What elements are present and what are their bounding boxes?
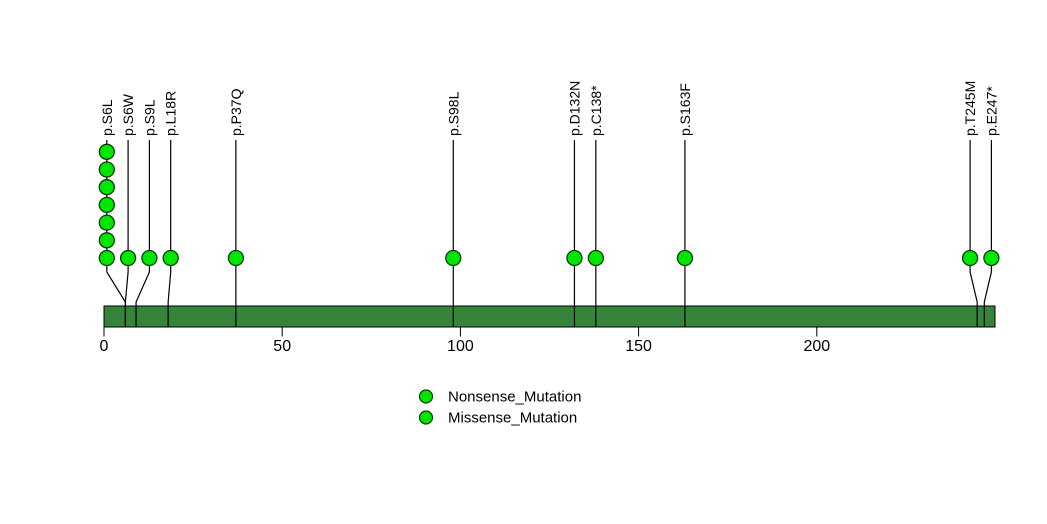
- legend-swatch-icon: [418, 389, 434, 404]
- mutation-stem: [983, 140, 992, 328]
- mutation-label: p.S6L: [99, 99, 115, 136]
- mutation-stem: [135, 140, 150, 328]
- mutation-label: p.S163F: [677, 83, 693, 136]
- mutation-circle: [119, 249, 137, 267]
- mutation-circle: [98, 161, 115, 178]
- axis-tick-label: 50: [273, 338, 291, 355]
- mutation-circle: [566, 249, 583, 267]
- mutation-label: p.C138*: [588, 85, 604, 136]
- mutation-label: p.D132N: [566, 81, 582, 136]
- mutation-circle: [98, 232, 115, 249]
- axis-tick-label: 150: [625, 338, 652, 355]
- mutation-circle: [445, 249, 462, 267]
- mutation-circle: [98, 249, 115, 267]
- axis-tick-label: 200: [803, 338, 830, 355]
- axis-tick-label: 100: [447, 338, 474, 355]
- mutation-stem: [167, 140, 172, 328]
- mutation-circle: [587, 249, 604, 267]
- legend-swatch-icon: [418, 410, 434, 425]
- mutation-circle: [98, 143, 115, 160]
- mutation-stem: [124, 140, 129, 328]
- mutation-label: p.S98L: [445, 91, 461, 136]
- mutation-label: p.E247*: [983, 86, 999, 136]
- mutation-label: p.S9L: [141, 99, 157, 136]
- mutation-label: p.T245M: [962, 81, 978, 136]
- legend-label: Nonsense_Mutation: [448, 389, 581, 406]
- protein-bar: [103, 305, 996, 328]
- mutation-circle: [141, 249, 158, 267]
- mutation-circle: [98, 214, 115, 231]
- mutation-circle: [98, 179, 115, 196]
- legend-label: Missense_Mutation: [448, 410, 577, 427]
- mutation-circle: [961, 249, 979, 267]
- mutation-label: p.L18R: [163, 91, 179, 136]
- mutation-circle: [983, 249, 1000, 267]
- mutation-label: p.P37Q: [228, 88, 244, 136]
- mutation-stem: [969, 140, 978, 328]
- mutation-label: p.S6W: [120, 93, 136, 136]
- axis-tick-label: 0: [100, 338, 109, 355]
- mutation-circle: [676, 249, 694, 267]
- mutation-circle: [98, 196, 115, 214]
- mutation-circle: [227, 249, 245, 267]
- mutation-circle: [162, 249, 179, 267]
